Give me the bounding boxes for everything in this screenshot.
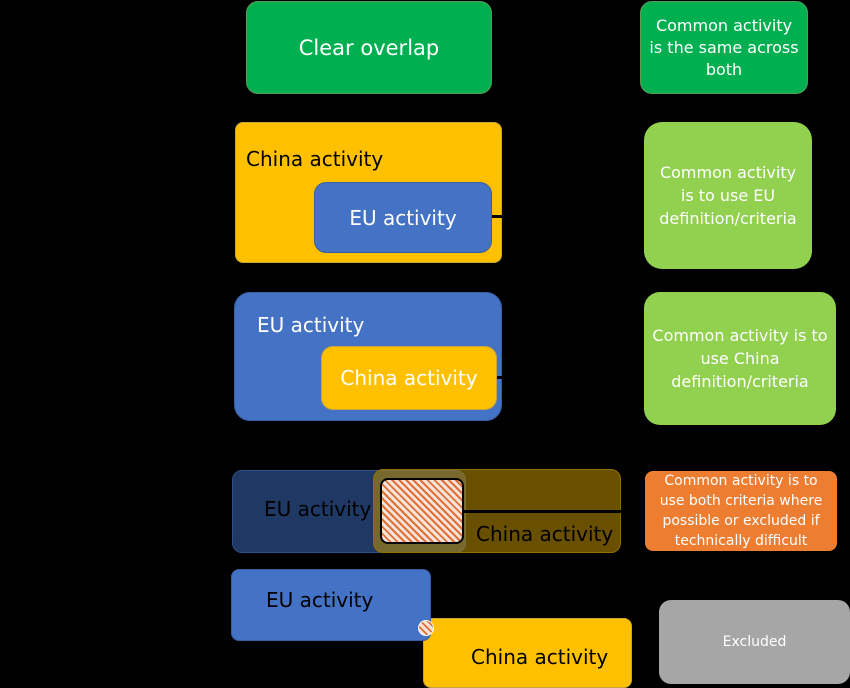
eu-activity-inner-label: EU activity <box>349 205 457 230</box>
china-activity-inner-label: China activity <box>340 366 478 390</box>
result-excluded: Excluded <box>659 600 850 684</box>
result-same-across-both-text: Common activity is the same across both <box>649 15 799 79</box>
eu-activity-inner-box: EU activity <box>314 182 492 253</box>
result-excluded-text: Excluded <box>722 634 787 650</box>
result-use-eu-criteria-text: Common activity is to use EU definition/… <box>659 163 797 228</box>
eu-activity-minimal-box: EU activity <box>231 569 431 641</box>
result-use-both-criteria: Common activity is to use both criteria … <box>645 471 837 551</box>
result-use-china-criteria-text: Common activity is to use China definiti… <box>652 326 828 391</box>
clear-overlap-box: Clear overlap <box>246 1 492 94</box>
row2-connector-line <box>492 215 502 218</box>
eu-activity-minimal-label: EU activity <box>266 588 374 612</box>
result-use-eu-criteria: Common activity is to use EU definition/… <box>644 122 812 269</box>
minimal-overlap-hatched-dot <box>418 620 434 636</box>
eu-activity-outer-label: EU activity <box>257 313 365 337</box>
china-activity-minimal-box: China activity <box>423 618 632 688</box>
clear-overlap-label: Clear overlap <box>298 35 440 60</box>
china-activity-inner-box: China activity <box>321 346 497 410</box>
result-use-both-criteria-text: Common activity is to use both criteria … <box>659 473 823 549</box>
result-use-china-criteria: Common activity is to use China definiti… <box>644 292 836 425</box>
row3-connector-line <box>497 376 503 379</box>
overlap-hatched-area <box>380 478 464 544</box>
result-same-across-both: Common activity is the same across both <box>640 1 808 94</box>
eu-activity-partial-label: EU activity <box>264 497 372 521</box>
china-activity-partial-label: China activity <box>476 522 614 546</box>
china-activity-minimal-label: China activity <box>471 645 609 669</box>
china-activity-outer-label: China activity <box>246 147 384 171</box>
row4-connector-line <box>464 510 621 513</box>
